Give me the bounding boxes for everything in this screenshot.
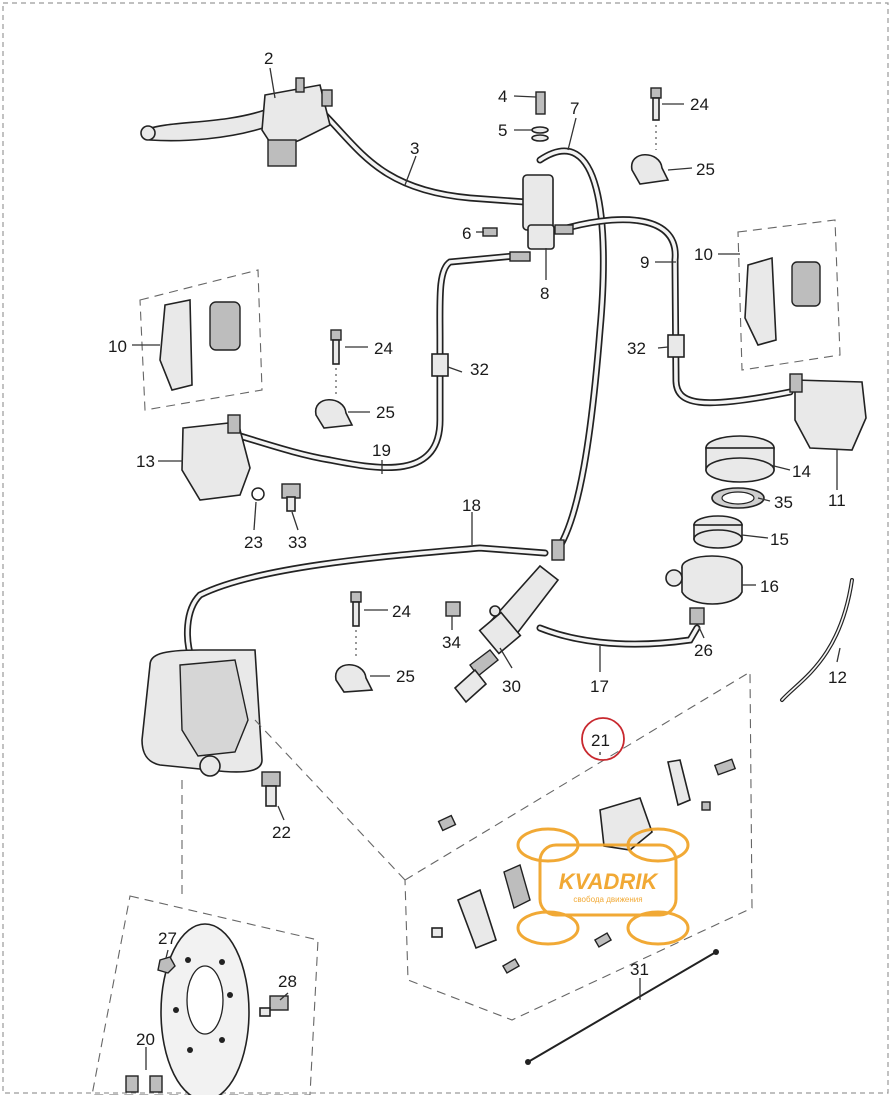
label-31: 31 (630, 960, 649, 979)
label-10-left: 10 (108, 337, 127, 356)
rear-master-cylinder (445, 539, 565, 704)
bolt-clamp-set-middle (315, 329, 354, 429)
bolt-clamp-set-lower (335, 591, 374, 693)
label-14: 14 (792, 462, 811, 481)
kvadrik-watermark: KVADRIK свобода движения (516, 827, 690, 946)
label-33: 33 (288, 533, 307, 552)
brake-fluid-reservoir (665, 435, 775, 625)
label-25-middle: 25 (376, 403, 395, 422)
brake-lever-assembly (140, 77, 333, 167)
label-8: 8 (540, 284, 549, 303)
label-28: 28 (278, 972, 297, 991)
hose-sleeve-left (431, 353, 449, 377)
label-2: 2 (264, 49, 273, 68)
label-9: 9 (640, 253, 649, 272)
label-20: 20 (136, 1030, 155, 1049)
label-19: 19 (372, 441, 391, 460)
label-17: 17 (590, 677, 609, 696)
label-30: 30 (502, 677, 521, 696)
label-32-left: 32 (470, 360, 489, 379)
label-18: 18 (462, 496, 481, 515)
brake-disc-assembly (91, 895, 319, 1095)
part-labels: 2 3 4 5 6 7 8 9 10 10 11 12 13 14 15 16 … (108, 49, 847, 1049)
label-25-lower: 25 (396, 667, 415, 686)
front-left-caliper (139, 269, 301, 512)
hose-lines (184, 108, 854, 1065)
label-21: 21 (591, 731, 610, 750)
label-35: 35 (774, 493, 793, 512)
label-16: 16 (760, 577, 779, 596)
label-3: 3 (410, 139, 419, 158)
label-22: 22 (272, 823, 291, 842)
label-5: 5 (498, 121, 507, 140)
front-right-caliper (737, 219, 867, 451)
label-24-top: 24 (690, 95, 709, 114)
label-24-lower: 24 (392, 602, 411, 621)
label-23: 23 (244, 533, 263, 552)
label-7: 7 (570, 99, 579, 118)
label-11: 11 (828, 491, 846, 510)
tire-icon (516, 827, 690, 946)
label-24-middle: 24 (374, 339, 393, 358)
label-6: 6 (462, 224, 471, 243)
label-25-top: 25 (696, 160, 715, 179)
label-15: 15 (770, 530, 789, 549)
label-34: 34 (442, 633, 461, 652)
hose-sleeve-right (667, 334, 685, 358)
rear-caliper (141, 649, 406, 895)
label-13: 13 (136, 452, 155, 471)
label-26: 26 (694, 641, 713, 660)
label-10-right: 10 (694, 245, 713, 264)
brake-junction-valve (482, 91, 574, 262)
bolt-clamp-set-top (631, 87, 670, 185)
label-32-right: 32 (627, 339, 646, 358)
label-27: 27 (158, 929, 177, 948)
part-21-highlight-circle (581, 717, 625, 761)
watermark-tagline: свобода движения (573, 895, 642, 904)
watermark-brand: KVADRIK (559, 869, 660, 894)
label-12: 12 (828, 668, 847, 687)
leader-lines (132, 67, 841, 1070)
caliper-repair-kit (404, 671, 753, 1021)
label-4: 4 (498, 87, 507, 106)
